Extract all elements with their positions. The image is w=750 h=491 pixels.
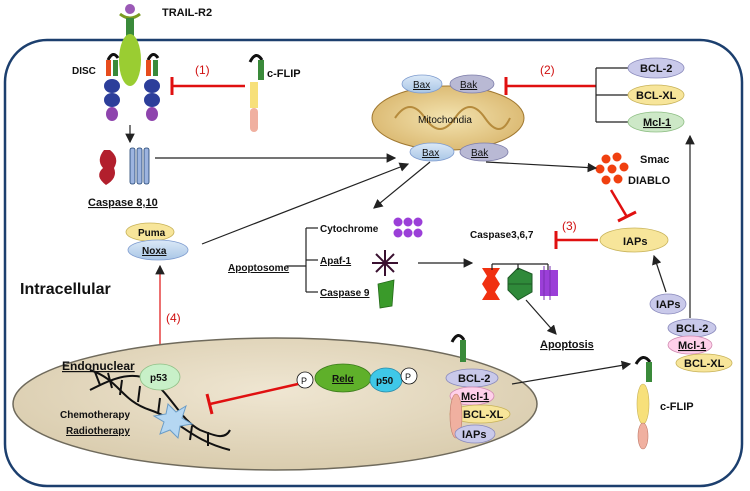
radiotherapy-label: Radiotherapy [66,426,130,437]
step-1-label: (1) [195,63,210,77]
step-3-label: (3) [562,219,577,233]
caspase9-label: Caspase 9 [320,288,370,299]
p53-label: p53 [150,373,168,384]
iaps-right: IAPs [656,299,680,311]
step-2-label: (2) [540,63,555,77]
cflip-top-label: c-FLIP [267,68,301,80]
phospho-left: P [301,376,307,386]
nuc-iaps: IAPs [462,429,486,441]
diablo-label: DIABLO [628,175,671,187]
endonuclear-label: Endonuclear [62,359,135,373]
caspase367-label: Caspase3,6,7 [470,230,534,241]
dna-helix-icon [89,369,231,451]
bclxl-right: BCL-XL [636,90,677,102]
caspase9-icon [377,279,395,309]
bcl2-right-lower: BCL-2 [676,323,708,335]
nuc-bcl2: BCL-2 [458,373,490,385]
chemotherapy-label: Chemotherapy [60,410,130,421]
trail-r2-label: TRAIL-R2 [162,7,212,19]
noxa-label: Noxa [142,246,167,257]
p50-label: p50 [376,376,394,387]
phospho-right: P [405,372,411,382]
rela-label: Relα [332,374,355,385]
caspase-8-10-icon [99,147,150,185]
trail-r2-receptor [119,4,141,86]
cflip-bottom-label: c-FLIP [660,401,694,413]
mcl1-right-lower: Mcl-1 [678,340,706,352]
bak-top: Bak [460,80,478,91]
bclxl-right-lower: BCL-XL [684,358,725,370]
apaf1-icon [372,250,398,276]
puma-label: Puma [138,228,166,239]
apoptosome-label: Apoptosome [228,263,290,274]
smac-label: Smac [640,154,669,166]
apoptosis-label: Apoptosis [540,339,594,351]
executioner-caspases-icon [482,266,558,301]
disc-complex [104,53,160,121]
smac-diablo-icon [595,152,629,185]
apaf1-label: Apaf-1 [320,256,352,267]
disc-label: DISC [72,66,96,77]
bak-bottom: Bak [471,148,489,159]
bax-bottom: Bax [422,148,439,159]
step-4-label: (4) [166,311,181,325]
caspase-8-10-label: Caspase 8,10 [88,197,158,209]
mcl1-right: Mcl-1 [643,117,671,129]
iaps-top: IAPs [623,236,647,248]
cytochrome-label: Cytochrome [320,224,379,235]
bax-top: Bax [413,80,430,91]
dna-damage-icon [152,402,194,440]
nuc-mcl1: Mcl-1 [461,391,489,403]
cflip-bottom-icon [634,356,652,450]
cflip-top-icon [248,54,264,132]
cytochrome-icon [393,217,423,238]
intracellular-label: Intracellular [20,281,111,298]
mitochondria-icon [371,85,525,151]
bcl2-right: BCL-2 [640,63,672,75]
nuc-bclxl: BCL-XL [463,409,504,421]
mitochondria-label: Mitochondia [418,115,472,126]
nuc-cflip-icon [450,334,466,362]
